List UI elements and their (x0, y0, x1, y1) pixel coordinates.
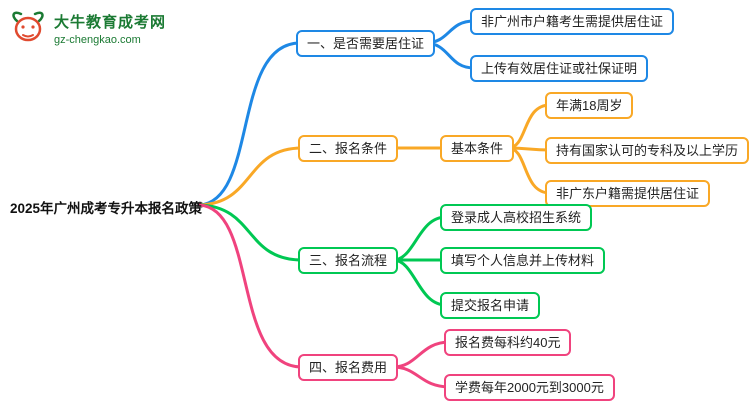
edge-branch4-leaf2 (391, 365, 452, 389)
edge-root-branch4 (198, 203, 304, 369)
edge-root-branch1 (198, 41, 302, 207)
branch3-leaf3: 提交报名申请 (440, 292, 541, 319)
site-url: gz-chengkao.com (54, 33, 141, 46)
edge-root-branch2 (198, 146, 304, 207)
edge-branch3-leaf3 (391, 258, 448, 307)
branch3-leaf2: 填写个人信息并上传材料 (440, 247, 606, 274)
branch2-leaf1: 年满18周岁 (545, 92, 634, 119)
branch1-node: 一、是否需要居住证 (296, 30, 436, 57)
branch3-node: 三、报名流程 (298, 247, 399, 274)
branch2-leaf2: 持有国家认可的专科及以上学历 (545, 137, 750, 164)
edge-sub-leaf1 (506, 103, 552, 150)
root-node: 2025年广州成考专升本报名政策 (10, 201, 203, 216)
branch4-node: 四、报名费用 (298, 354, 399, 381)
site-name: 大牛教育成考网 (54, 13, 167, 31)
bull-logo-icon (12, 11, 44, 42)
branch3-leaf1: 登录成人高校招生系统 (440, 204, 593, 231)
branch2-leaf3: 非广东户籍需提供居住证 (545, 180, 711, 207)
edge-root-branch3 (198, 203, 304, 262)
branch2-node: 二、报名条件 (298, 135, 399, 162)
site-logo: 大牛教育成考网 gz-chengkao.com (8, 8, 166, 48)
branch4-leaf2: 学费每年2000元到3000元 (444, 374, 615, 401)
branch4-leaf1: 报名费每科约40元 (444, 329, 572, 356)
edge-sub-leaf3 (506, 146, 552, 195)
branch2-subnode: 基本条件 (440, 135, 515, 162)
branch1-leaf2: 上传有效居住证或社保证明 (470, 55, 649, 82)
edge-branch4-leaf1 (391, 340, 452, 369)
edge-branch3-leaf1 (391, 215, 448, 262)
branch1-leaf1: 非广州市户籍考生需提供居住证 (470, 8, 675, 35)
